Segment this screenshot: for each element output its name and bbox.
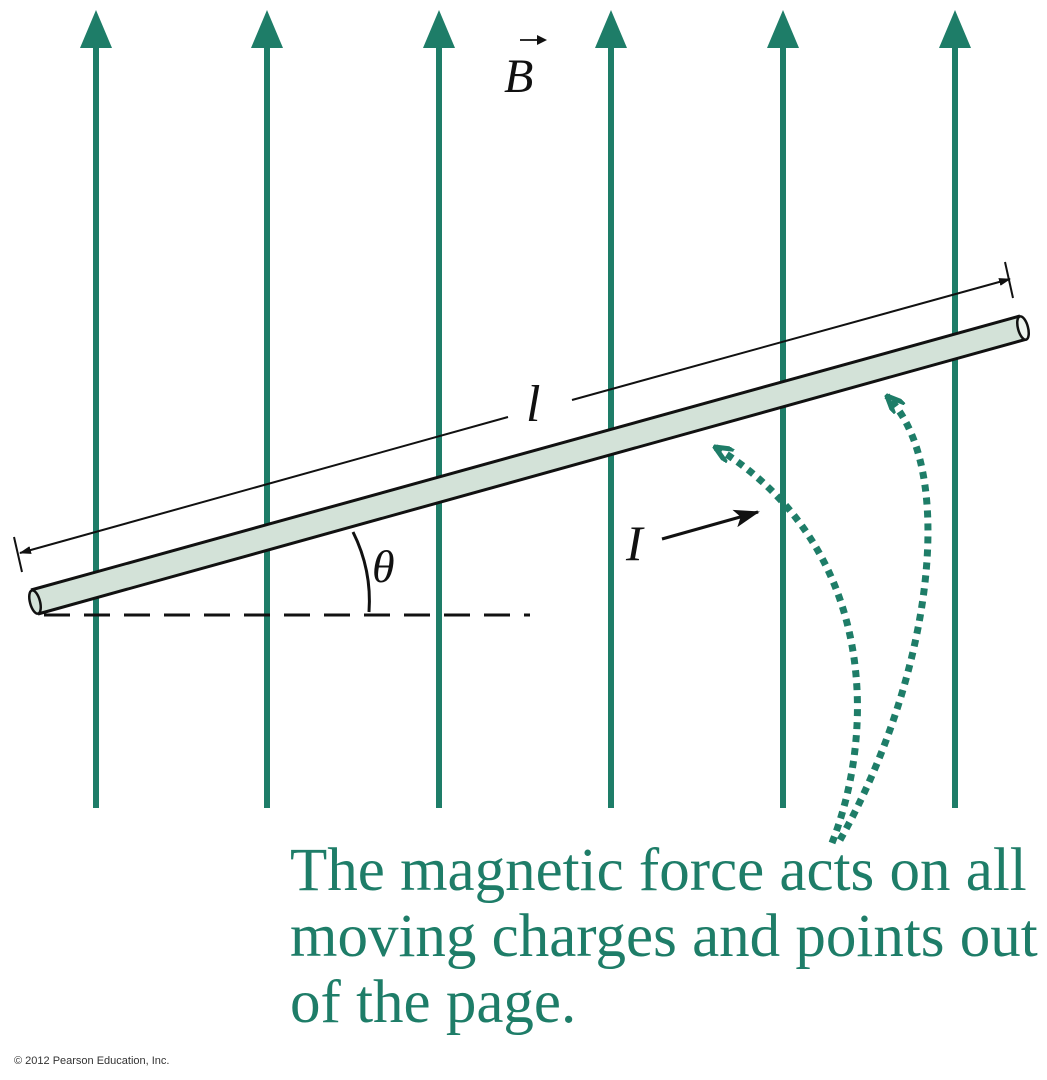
length-dimension: l <box>13 261 1014 573</box>
wire-end-right <box>1016 315 1030 341</box>
wire-end-left <box>28 589 42 615</box>
field-line <box>767 10 799 808</box>
field-line <box>80 10 112 808</box>
current-direction-arrow <box>661 509 760 541</box>
field-line <box>251 10 283 808</box>
caption: The magnetic force acts on all moving ch… <box>290 838 1040 1036</box>
field-line <box>939 10 971 808</box>
force-indicators <box>715 396 932 845</box>
force-arrow <box>836 396 932 842</box>
field-label: B <box>504 35 547 103</box>
current-indicator: I <box>625 509 760 571</box>
caption-line: The magnetic force acts on all <box>290 837 1027 904</box>
caption-line: moving charges and points out <box>290 903 1038 970</box>
magnetic-field-lines <box>80 10 971 808</box>
wire <box>28 314 1030 616</box>
current-symbol: I <box>625 515 645 571</box>
force-arrow <box>715 447 861 845</box>
copyright-notice: © 2012 Pearson Education, Inc. <box>14 1055 170 1067</box>
caption-line: of the page. <box>290 969 577 1036</box>
angle-symbol: θ <box>372 541 395 592</box>
field-line <box>595 10 627 808</box>
field-line <box>423 10 455 808</box>
field-symbol: B <box>504 50 533 103</box>
length-symbol: l <box>526 376 540 433</box>
angle-arc <box>351 531 371 613</box>
